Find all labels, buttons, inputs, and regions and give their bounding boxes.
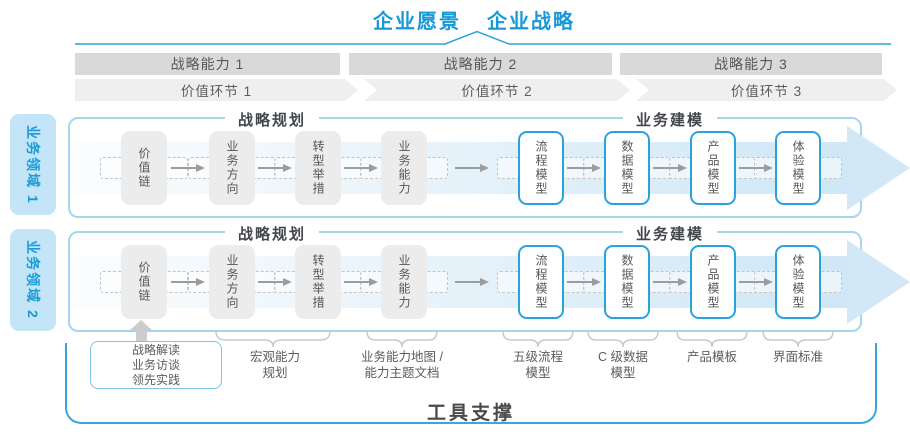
box-label: 转型举措 — [311, 253, 325, 310]
arrow-right-icon — [258, 163, 292, 172]
vision-title: 企业愿景 — [373, 11, 461, 33]
arrow-right-icon — [739, 277, 773, 286]
box-business-capability: 业务能力 — [381, 130, 427, 205]
value-link-label: 价值环节 2 — [461, 84, 533, 99]
box-label: 数据模型 — [620, 139, 634, 196]
box-business-capability: 业务能力 — [381, 244, 427, 319]
arrow-right-icon — [344, 163, 378, 172]
box-value-chain: 价值链 — [121, 244, 167, 319]
lane-header-label: 业务建模 — [635, 226, 705, 243]
arrow-right-icon — [567, 163, 601, 172]
box-product-model: 产品模型 — [690, 130, 736, 205]
brace-icon — [215, 331, 331, 348]
arrow-right-icon — [258, 277, 292, 286]
domain-tab-2: 业务领域 2 — [10, 229, 56, 331]
tool-support-container — [65, 343, 877, 424]
arrow-right-icon — [171, 163, 205, 172]
capability-bar-label: 战略能力 3 — [714, 56, 788, 72]
box-label: 产品模型 — [706, 139, 720, 196]
capability-bar-label: 战略能力 1 — [170, 56, 245, 72]
box-experience-model: 体验模型 — [775, 244, 821, 319]
capability-bar-label: 战略能力 2 — [443, 56, 518, 72]
box-product-model: 产品模型 — [690, 244, 736, 319]
brace-icon — [676, 331, 748, 348]
note-five-level-process-model: 五级流程 模型 — [512, 350, 563, 380]
box-label: 数据模型 — [620, 253, 634, 310]
arrow-right-icon — [171, 277, 205, 286]
value-link-label: 价值环节 1 — [180, 84, 253, 99]
strategy-title: 企业战略 — [487, 11, 575, 33]
box-process-model: 流程模型 — [518, 130, 564, 205]
note-c-level-data-model: C 级数据 模型 — [597, 350, 648, 380]
capability-bar-3: 战略能力 3 — [620, 53, 882, 75]
arrow-right-icon — [567, 277, 601, 286]
brace-icon — [762, 331, 834, 348]
box-transformation-initiatives: 转型举措 — [295, 130, 341, 205]
lane-header-strategic-planning: 战略规划 — [224, 109, 320, 130]
box-label: 流程模型 — [534, 139, 548, 196]
box-label: 价值链 — [137, 146, 151, 189]
box-label: 转型举措 — [311, 139, 325, 196]
box-label: 业务方向 — [225, 139, 239, 196]
flow-arrowhead-icon — [847, 125, 910, 210]
brace-icon — [587, 331, 659, 348]
top-title-row: 企业愿景 企业战略 — [19, 5, 910, 34]
lane-header-label: 业务建模 — [635, 112, 705, 129]
value-link-chevron-3: 价值环节 3 — [636, 79, 897, 101]
arrow-right-icon — [653, 163, 687, 172]
lane-header-business-modeling: 业务建模 — [622, 223, 718, 244]
box-label: 流程模型 — [534, 253, 548, 310]
lane-header-label: 战略规划 — [237, 226, 307, 243]
arrow-up-icon — [130, 320, 152, 330]
capability-bar-1: 战略能力 1 — [75, 53, 340, 75]
capability-bar-2: 战略能力 2 — [349, 53, 612, 75]
note-macro-capability-planning: 宏观能力 规划 — [249, 350, 300, 380]
box-label: 业务能力 — [397, 253, 411, 310]
box-business-direction: 业务方向 — [209, 244, 255, 319]
box-label: 产品模型 — [706, 253, 720, 310]
box-transformation-initiatives: 转型举措 — [295, 244, 341, 319]
brace-icon — [502, 331, 574, 348]
arrow-up-shaft — [136, 329, 147, 342]
flow-arrowhead-icon — [847, 239, 910, 324]
box-value-chain: 价值链 — [121, 130, 167, 205]
box-label: 业务能力 — [397, 139, 411, 196]
box-process-model: 流程模型 — [518, 244, 564, 319]
box-label: 体验模型 — [791, 139, 805, 196]
inputs-annotation-box: 战略解读 业务访谈 领先实践 — [90, 341, 222, 389]
box-data-model: 数据模型 — [604, 244, 650, 319]
business-domain-lane-1: 价值链 业务方向 转型举措 业务能力 流程模型 数据模型 产品模型 体验模型 战… — [68, 109, 910, 218]
value-link-chevron-2: 价值环节 2 — [364, 79, 630, 101]
note-interface-standard: 界面标准 — [772, 350, 823, 364]
lane-header-business-modeling: 业务建模 — [622, 109, 718, 130]
box-experience-model: 体验模型 — [775, 130, 821, 205]
note-product-template: 产品模板 — [686, 350, 737, 364]
box-data-model: 数据模型 — [604, 130, 650, 205]
domain-tab-label: 业务领域 2 — [25, 240, 41, 320]
arrow-right-icon — [653, 277, 687, 286]
arrow-right-icon — [739, 163, 773, 172]
box-business-direction: 业务方向 — [209, 130, 255, 205]
domain-tab-1: 业务领域 1 — [10, 114, 56, 215]
business-domain-lane-2: 价值链 业务方向 转型举措 业务能力 流程模型 数据模型 产品模型 体验模型 战… — [68, 223, 910, 332]
domain-tab-label: 业务领域 1 — [25, 124, 41, 205]
box-label: 体验模型 — [791, 253, 805, 310]
value-link-chevron-1: 价值环节 1 — [75, 79, 358, 101]
tool-support-label: 工具支撑 — [426, 403, 515, 424]
lane-header-label: 战略规划 — [237, 112, 307, 129]
box-label: 价值链 — [137, 260, 151, 303]
peak-line-icon — [75, 30, 891, 45]
note-capability-map-docs: 业务能力地图 / 能力主题文档 — [361, 350, 443, 380]
brace-icon — [366, 331, 438, 348]
arrow-right-icon — [455, 277, 489, 286]
arrow-right-icon — [344, 277, 378, 286]
lane-header-strategic-planning: 战略规划 — [224, 223, 320, 244]
arrow-right-icon — [455, 163, 489, 172]
value-link-label: 价值环节 3 — [730, 84, 803, 99]
box-label: 业务方向 — [225, 253, 239, 310]
